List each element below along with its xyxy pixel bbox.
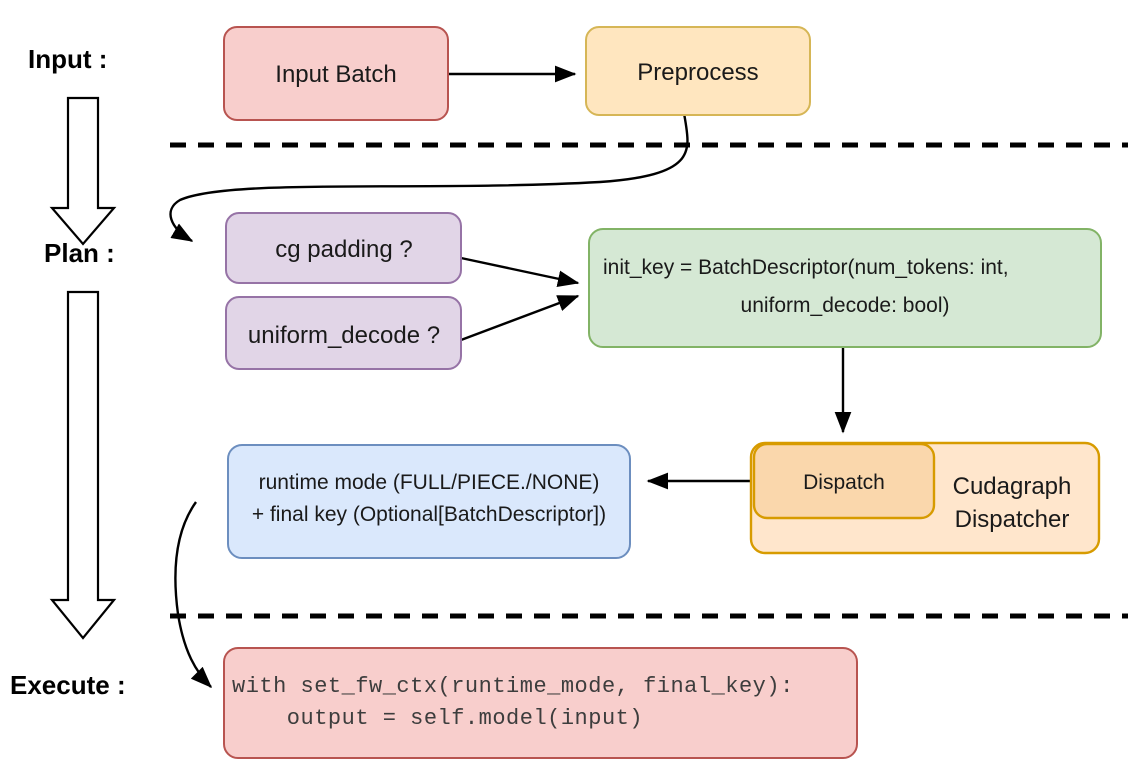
plan-to-execute-flow-arrow [49, 290, 117, 640]
node-runtime-mode-line2: + final key (Optional[BatchDescriptor]) [252, 503, 606, 526]
node-uniform-decode-label: uniform_decode ? [248, 322, 440, 349]
node-preprocess-label: Preprocess [637, 59, 758, 86]
node-input-batch-label: Input Batch [275, 61, 396, 88]
node-input-batch-shape [223, 26, 449, 121]
stage-label-execute: Execute : [10, 670, 126, 700]
input-to-plan-flow-arrow [49, 96, 117, 246]
node-uniform-decode-shape [225, 296, 462, 370]
edge-cg-padding-to-init-key [460, 256, 580, 288]
node-runtime-mode-line1: runtime mode (FULL/PIECE./NONE) [259, 471, 600, 494]
node-cg-padding-label: cg padding ? [275, 236, 412, 263]
stage-label-plan: Plan : [44, 238, 115, 268]
node-init-key-shape [588, 228, 1102, 348]
node-execute-code[interactable]: with set_fw_ctx(runtime_mode, final_key)… [223, 647, 858, 759]
node-cudagraph-dispatcher-label-line2: Dispatcher [955, 506, 1070, 533]
edge-runtime-mode-to-execute-code [174, 501, 213, 689]
node-uniform-decode[interactable]: uniform_decode ? [225, 296, 462, 370]
node-preprocess[interactable]: Preprocess [585, 26, 811, 116]
node-cudagraph-dispatcher-label-line1: Cudagraph [953, 473, 1072, 500]
node-input-batch[interactable]: Input Batch [223, 26, 449, 121]
node-init-key-line2: uniform_decode: bool) [741, 294, 950, 317]
node-dispatch-label: Dispatch [803, 471, 885, 494]
node-execute-code-line1: with set_fw_ctx(runtime_mode, final_key)… [232, 674, 794, 699]
node-execute-code-line2: output = self.model(input) [232, 706, 643, 731]
node-execute-code-shape [223, 647, 858, 759]
node-dispatch-shape [752, 442, 936, 520]
node-cg-padding-shape [225, 212, 462, 284]
edge-preprocess-to-cg-padding [169, 112, 689, 243]
node-init-key[interactable]: init_key = BatchDescriptor(num_tokens: i… [588, 228, 1102, 348]
edge-uniform-decode-to-init-key [460, 294, 580, 342]
node-runtime-mode-shape [227, 444, 631, 559]
node-runtime-mode[interactable]: runtime mode (FULL/PIECE./NONE) + final … [227, 444, 631, 559]
stage-label-input: Input : [28, 44, 107, 74]
node-dispatch[interactable]: Dispatch [752, 442, 936, 520]
node-cg-padding[interactable]: cg padding ? [225, 212, 462, 284]
node-init-key-line1: init_key = BatchDescriptor(num_tokens: i… [603, 256, 1009, 279]
node-preprocess-shape [585, 26, 811, 116]
